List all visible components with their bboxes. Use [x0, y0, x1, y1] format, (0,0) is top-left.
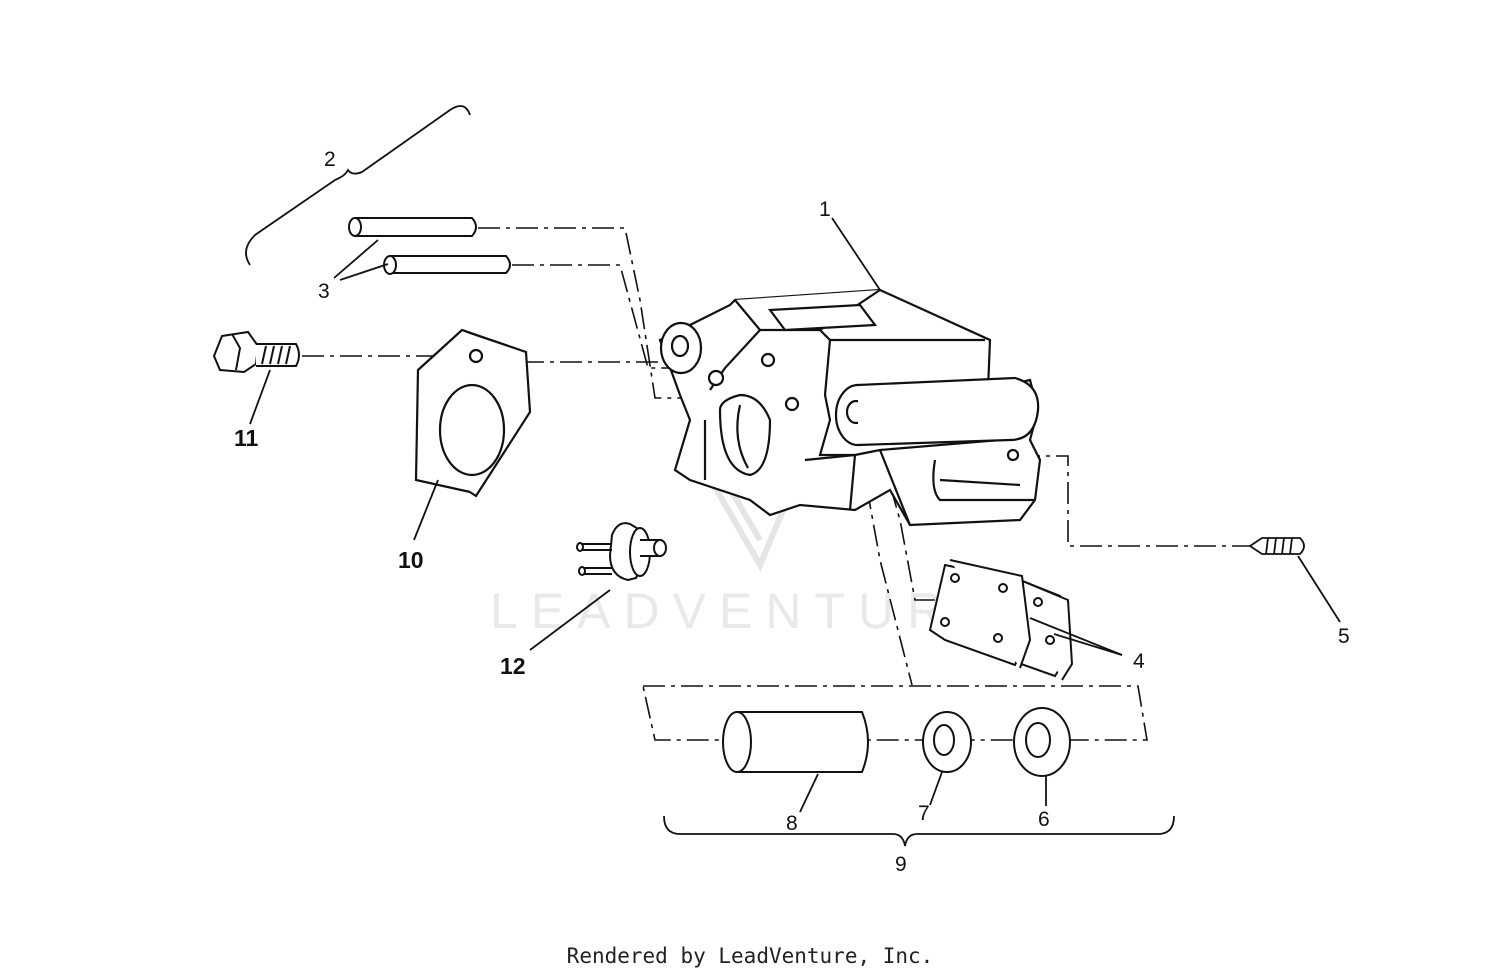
- leader-3: [333, 239, 389, 281]
- callout-10: 10: [398, 547, 424, 573]
- callout-3: 3: [318, 280, 330, 303]
- seal-small: [922, 711, 972, 773]
- bracket-9: [663, 815, 1175, 847]
- leader-7: [929, 771, 943, 806]
- bracket-2: [245, 105, 471, 266]
- seal-large: [1013, 707, 1071, 777]
- callout-2: 2: [324, 148, 336, 171]
- bleeder-screw: [1248, 537, 1305, 555]
- footer-credit: Rendered by LeadVenture, Inc.: [566, 944, 934, 968]
- callout-5: 5: [1338, 625, 1350, 648]
- leader-1: [831, 217, 881, 291]
- leader-12: [529, 589, 611, 651]
- leader-8: [799, 773, 819, 813]
- bolt: [212, 330, 300, 374]
- brake-pads: [928, 559, 1074, 681]
- callout-12: 12: [500, 653, 526, 679]
- caliper-housing: [658, 288, 1042, 527]
- callout-9: 9: [895, 853, 907, 876]
- leader-11: [249, 369, 271, 425]
- leader-5: [1297, 555, 1341, 623]
- callout-8: 8: [786, 812, 798, 835]
- watermark-text: LEADVENTURE: [490, 583, 1003, 639]
- mounting-plate: [414, 328, 532, 498]
- leader-10: [413, 479, 439, 541]
- callout-1: 1: [819, 198, 831, 221]
- sensor-switch: [576, 522, 667, 582]
- leader-4: [1029, 617, 1123, 656]
- slide-pins: [348, 217, 511, 275]
- callout-7: 7: [918, 802, 930, 825]
- callout-11: 11: [234, 425, 259, 451]
- piston: [722, 711, 869, 773]
- callout-4: 4: [1133, 650, 1145, 673]
- callout-6: 6: [1038, 808, 1050, 831]
